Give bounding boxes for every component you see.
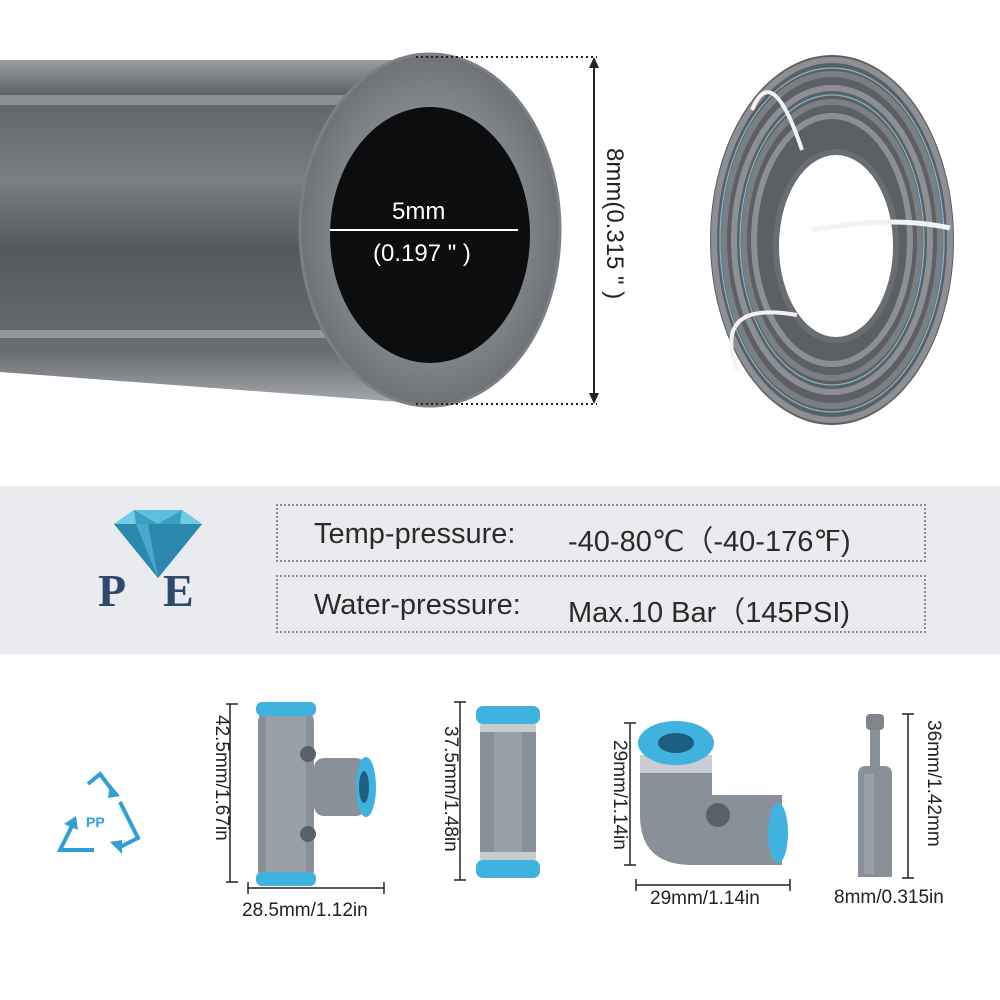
inner-diameter-inch: (0.197 " ) [373,240,471,267]
tee-fitting [256,702,376,886]
straight-dimension-line [454,701,466,881]
tube-coil [710,55,954,425]
tube-illustration [0,52,954,425]
plug-dimension-line [902,713,914,879]
elbow-height-label: 29mm/1.14in [609,740,630,850]
plug-height-label: 36mm/1.42mm [923,720,944,847]
outer-diameter-label: 8mm(0.315 " ) [601,148,628,300]
pp-recycle-icon [56,771,141,854]
elbow-fitting [638,721,788,865]
tee-dimension-lines [226,703,385,894]
straight-height-label: 37.5mm/1.48in [440,726,461,852]
temp-pressure-value: -40-80℃（-40-176℉) [568,526,851,558]
straight-fitting [476,706,540,878]
spec-banner: P E Temp-pressure: -40-80℃（-40-176℉) Wat… [0,486,1000,654]
plug-width-label: 8mm/0.315in [834,887,944,908]
tee-width-label: 28.5mm/1.12in [242,900,368,921]
inner-diameter-mm: 5mm [392,198,446,225]
tee-height-label: 42.5mm/1.67in [211,715,232,841]
water-pressure-value: Max.10 Bar（145PSI) [568,597,851,629]
pe-diamond-logo [114,510,202,578]
water-pressure-label: Water-pressure: [314,589,521,621]
tube-product-image: 5mm (0.197 " ) 8mm(0.315 " ) [0,0,1000,470]
pp-label: PP [86,814,105,830]
logo-letters: P E [98,565,208,616]
elbow-width-label: 29mm/1.14in [650,888,760,909]
temp-pressure-row: Temp-pressure: -40-80℃（-40-176℉) [276,504,926,562]
elbow-dimension-lines [624,722,791,891]
temp-pressure-label: Temp-pressure: [314,518,516,550]
water-pressure-row: Water-pressure: Max.10 Bar（145PSI) [276,575,926,633]
plug-fitting [858,714,892,877]
